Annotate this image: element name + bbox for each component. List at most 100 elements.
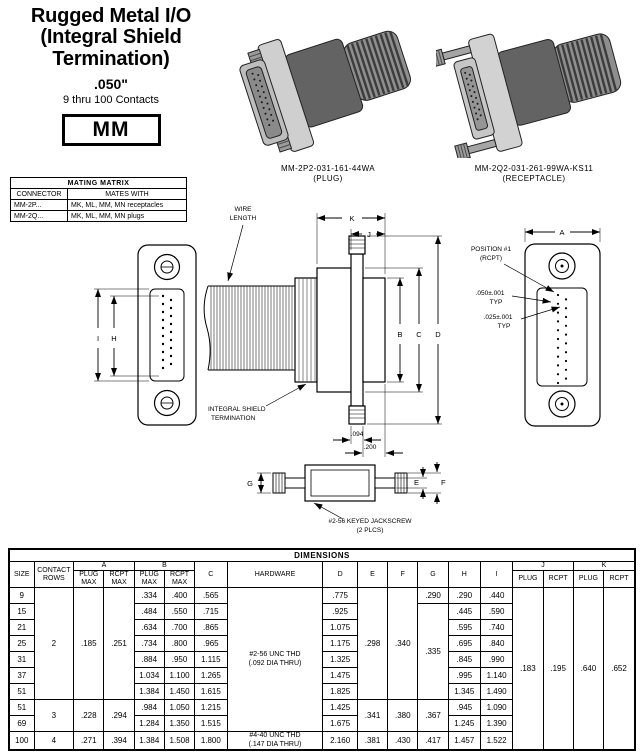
cell-g: .367	[417, 699, 449, 733]
receptacle-type-label: (RECEPTACLE)	[502, 174, 566, 184]
cell-b-plug: .984	[133, 699, 165, 717]
cell-size: 37	[8, 667, 35, 685]
cell-i: 1.140	[479, 667, 514, 685]
cell-h: 1.345	[447, 683, 481, 701]
cell-b-plug: .334	[133, 587, 165, 605]
table-row: 51 1.384 1.450 1.615 1.825 1.345 1.490	[8, 683, 635, 701]
cell-g: .417	[417, 731, 449, 751]
cell-c: 1.615	[194, 683, 228, 701]
typ-050-callout-2: TYP	[490, 299, 503, 306]
table-row: DIMENSIONS	[8, 548, 636, 562]
table-row: 9 2 .185 .251 .334 .400 .565 #2-56 UNC T…	[8, 587, 636, 751]
cell-a-plug: .271	[73, 731, 105, 751]
cell-b-plug: 1.284	[133, 715, 165, 733]
receptacle-front-view: A POSITION #1 (RCPT) .050±.001 TYP .025±…	[471, 228, 601, 427]
cell-d: 1.325	[322, 651, 358, 669]
jackscrew-callout-1: #2-56 KEYED JACKSCREW	[328, 518, 412, 525]
cell-i: .740	[479, 619, 514, 637]
cell-b-rcpt: 1.050	[163, 699, 196, 717]
col-header-b: B	[133, 560, 196, 572]
cell-f: .340	[387, 587, 419, 701]
mating-matrix-title: MATING MATRIX	[10, 177, 187, 189]
table-row: 31 .884 .950 1.115 1.325 .845 .990	[8, 651, 635, 669]
cell-g: .290	[417, 587, 449, 605]
dim-label-e: E	[414, 478, 419, 487]
plug-photo-drawing	[239, 30, 411, 153]
dim-label-a: A	[559, 228, 564, 237]
plug-photo	[239, 30, 411, 153]
cell-a-rcpt: .251	[103, 587, 135, 701]
dimensions-table-title: DIMENSIONS	[8, 548, 636, 562]
cell-h: .595	[447, 619, 481, 637]
bottom-view: G E F #2-56 KEYED JACKSCREW (2 PLCS)	[247, 462, 446, 534]
cell-d: 1.475	[322, 667, 358, 685]
cell-size: 25	[8, 635, 35, 653]
cell-j-rcpt: .195	[542, 587, 574, 751]
cell-c: 1.515	[194, 715, 228, 733]
mating-matrix-table: MATING MATRIX CONNECTOR MATES WITH MM-2P…	[10, 177, 187, 222]
cell-h: 1.457	[447, 731, 481, 751]
cell-c: .865	[194, 619, 228, 637]
cell-b-plug: .484	[133, 603, 165, 621]
cell-i: .590	[479, 603, 514, 621]
cell-k-rcpt: .652	[603, 587, 636, 751]
cell-b-rcpt: 1.450	[163, 683, 196, 701]
cell-b-plug: 1.034	[133, 667, 165, 685]
cell-c: 1.215	[194, 699, 228, 717]
cell-c: .565	[194, 587, 228, 605]
jackscrew-head-knurl	[275, 473, 405, 493]
cell-size: 51	[8, 683, 35, 701]
cell-c: .715	[194, 603, 228, 621]
cell-d: .925	[322, 603, 358, 621]
col-header-a: A	[73, 560, 135, 572]
cell-size: 69	[8, 715, 35, 733]
col-header-i: I	[479, 560, 514, 589]
receptacle-photo	[436, 33, 622, 158]
table-row: 69 1.284 1.350 1.515 1.675 1.245 1.390	[8, 715, 635, 733]
cell-b-plug: .634	[133, 619, 165, 637]
cell-a-plug: .185	[73, 587, 105, 701]
cell-connector: MM-2Q...	[10, 210, 68, 222]
technical-drawing: I H	[94, 206, 601, 534]
ribbon-cable	[210, 286, 293, 370]
cell-b-rcpt: .400	[163, 587, 196, 605]
col-header-a-rcpt-max: RCPT MAX	[103, 570, 135, 589]
cell-i: 1.490	[479, 683, 514, 701]
col-header-contact-rows: CONTACT ROWS	[33, 560, 75, 589]
dim-label-i: I	[97, 334, 99, 343]
plug-part-number: MM-2P2-031-161-44WA	[280, 164, 375, 173]
cell-hardware: #4-40 UNC THD (.147 DIA THRU)	[226, 731, 324, 751]
dim-label-g: G	[247, 479, 253, 488]
cell-d: 1.425	[322, 699, 358, 717]
plug-type-label: (PLUG)	[313, 174, 343, 184]
cell-i: 1.390	[479, 715, 514, 733]
plug-front-view: I H	[94, 244, 197, 426]
col-header-j-rcpt: RCPT	[542, 570, 574, 589]
cell-g: .335	[417, 603, 449, 701]
cell-size: 100	[8, 731, 35, 751]
cell-size: 21	[8, 619, 35, 637]
cell-hardware: #2-56 UNC THD (.092 DIA THRU)	[226, 587, 324, 733]
cell-f: .430	[387, 731, 419, 751]
cell-size: 15	[8, 603, 35, 621]
table-row: MM-2Q... MK, ML, MM, MN plugs	[10, 210, 187, 222]
table-row: 100 4 .271 .394 1.384 1.508 1.800 #4-40 …	[8, 731, 635, 751]
title-block: Rugged Metal I/O (Integral Shield Termin…	[4, 5, 218, 147]
side-view: K J B C D WIRE LENGTH INTEGRAL SHIELD TE…	[203, 206, 442, 457]
col-header-connector: CONNECTOR	[10, 188, 68, 200]
cell-contact-rows: 3	[33, 699, 75, 733]
col-header-d: D	[322, 560, 358, 589]
cell-contact-rows: 2	[33, 587, 75, 701]
cell-b-plug: .884	[133, 651, 165, 669]
cell-h: .845	[447, 651, 481, 669]
cell-b-rcpt: .700	[163, 619, 196, 637]
cell-h: 1.245	[447, 715, 481, 733]
cell-b-rcpt: 1.100	[163, 667, 196, 685]
cell-b-rcpt: .950	[163, 651, 196, 669]
receptacle-caption: MM-2Q2-031-261-99WA-KS11 (RECEPTACLE)	[428, 164, 640, 185]
cell-e: .381	[356, 731, 389, 751]
cell-j-plug: .183	[512, 587, 544, 751]
series-code-box: MM	[61, 114, 161, 147]
typ-050-callout-1: .050±.001	[476, 290, 505, 297]
cell-size: 31	[8, 651, 35, 669]
